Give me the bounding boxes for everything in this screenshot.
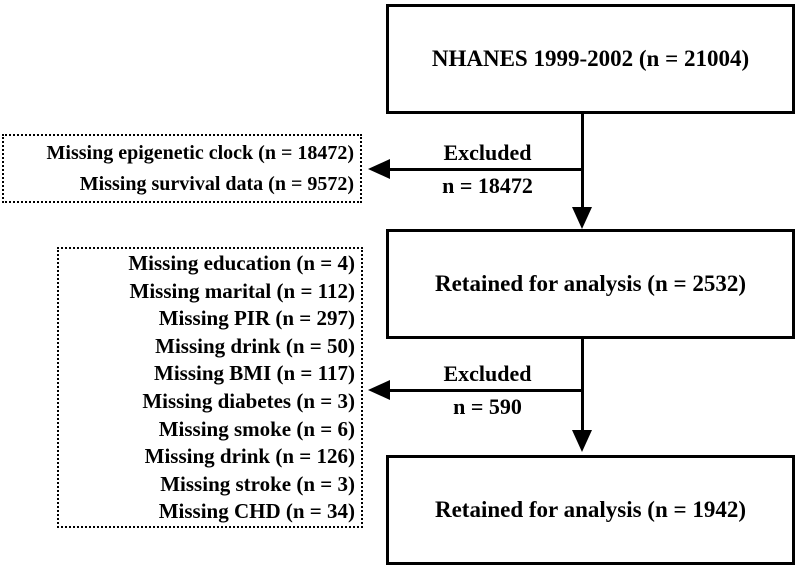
retained-box-2: Retained for analysis (n = 1942) [386, 455, 795, 565]
nhanes-source-box: NHANES 1999-2002 (n = 21004) [386, 4, 795, 114]
exclusion2-reason: Missing education (n = 4) [128, 251, 355, 275]
exclusion2-reason: Missing CHD (n = 34) [158, 499, 355, 524]
exclusion2-label-top: Excluded [443, 361, 532, 386]
nhanes-source-label: NHANES 1999-2002 (n = 21004) [431, 46, 750, 71]
arrowhead-left-1-icon [368, 159, 390, 179]
arrowhead-down-2-icon [572, 430, 592, 452]
retained-box-1-label: Retained for analysis (n = 2532) [434, 271, 747, 296]
connector-down-2 [581, 339, 584, 432]
retained-box-1: Retained for analysis (n = 2532) [386, 229, 795, 339]
exclusion-arrow-shaft-2 [388, 389, 583, 392]
exclusion2-reason: Missing marital (n = 112) [129, 278, 355, 303]
exclusion2-reason: Missing BMI (n = 117) [154, 361, 355, 386]
retained-box-2-label: Retained for analysis (n = 1942) [434, 497, 747, 522]
exclusion1-reason: Missing survival data (n = 9572) [79, 173, 354, 195]
exclusion2-reason: Missing stroke (n = 3) [160, 471, 355, 496]
exclusion2-label-count: n = 590 [453, 394, 522, 419]
connector-down-1 [581, 114, 584, 209]
exclusion-arrow-shaft-1 [388, 168, 583, 171]
exclusion1-reasons-box: Missing epigenetic clock (n = 18472) Mis… [2, 134, 362, 203]
arrowhead-down-1-icon [572, 207, 592, 229]
exclusion2-reasons-box: Missing education (n = 4) Missing marita… [57, 247, 363, 528]
exclusion1-label-count: n = 18472 [442, 173, 533, 198]
exclusion1-reason: Missing epigenetic clock (n = 18472) [46, 142, 354, 164]
exclusion2-reason: Missing drink (n = 126) [144, 444, 355, 469]
exclusion2-reason: Missing diabetes (n = 3) [142, 388, 355, 413]
exclusion1-label-top: Excluded [443, 140, 532, 165]
exclusion2-reason: Missing PIR (n = 297) [158, 306, 355, 331]
arrowhead-left-2-icon [368, 380, 390, 400]
exclusion2-reason: Missing drink (n = 50) [155, 333, 355, 358]
exclusion2-reason: Missing smoke (n = 6) [158, 416, 355, 441]
